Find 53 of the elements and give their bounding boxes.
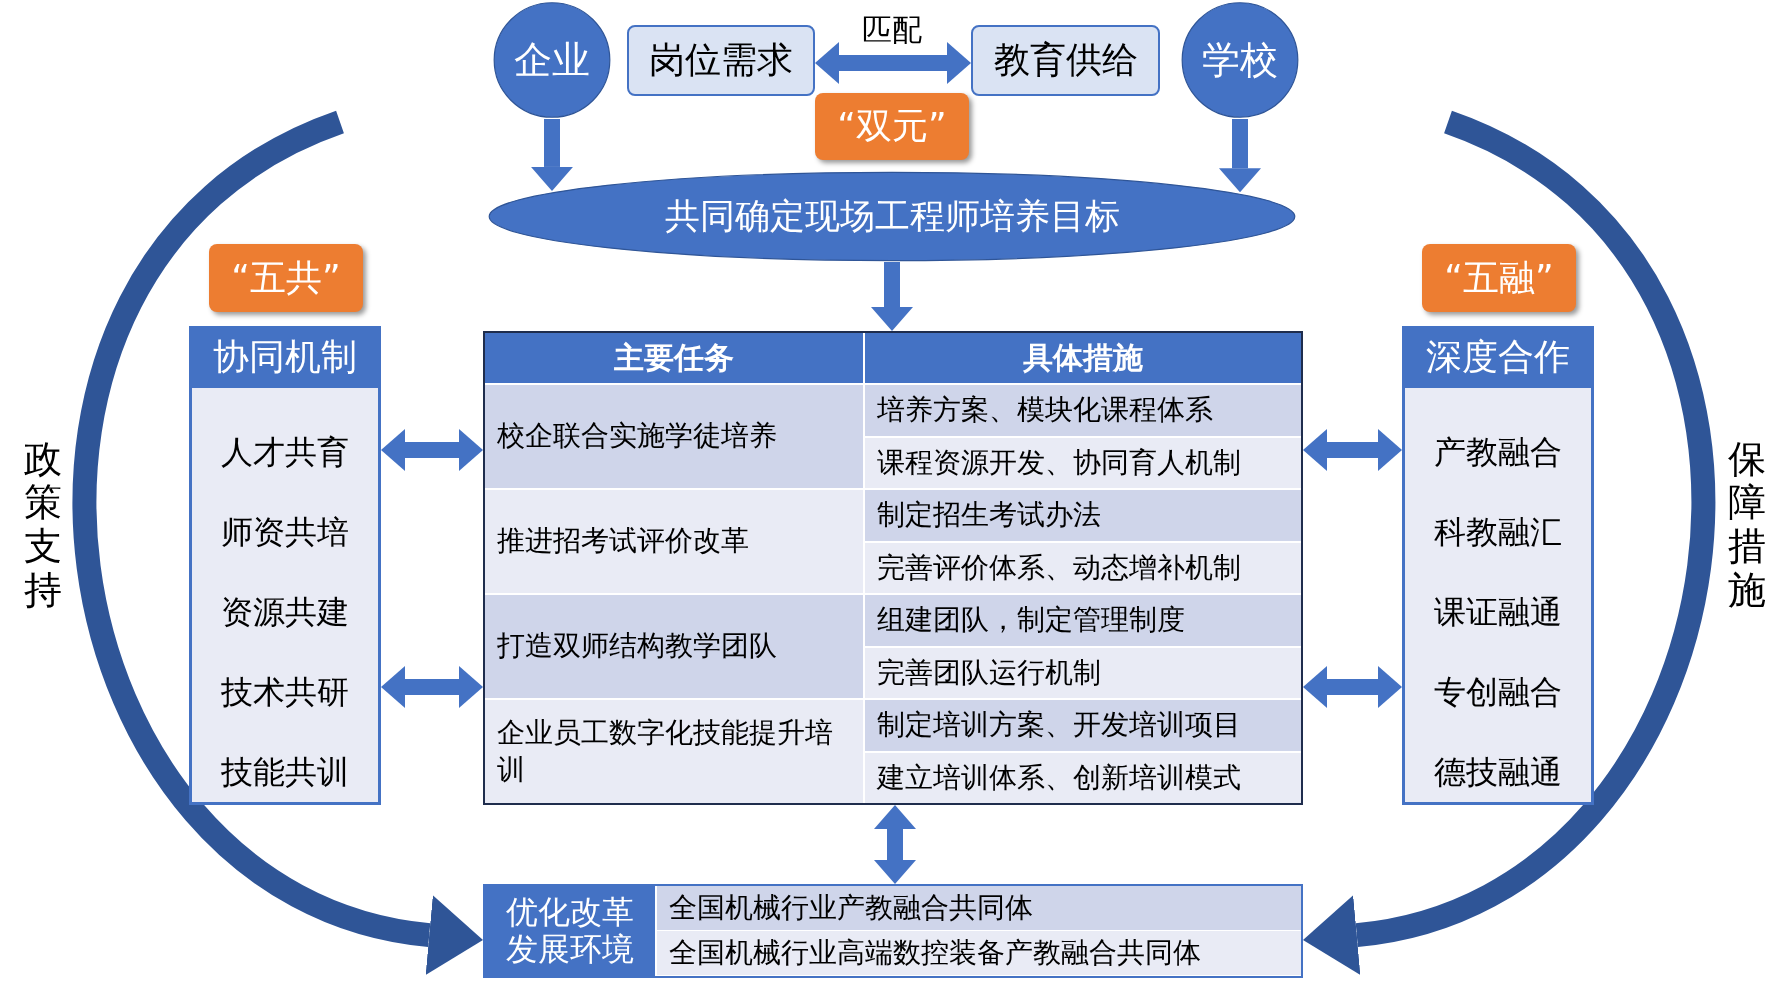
mechanism-panel bbox=[189, 326, 381, 805]
panel-item: 德技融通 bbox=[1433, 752, 1563, 793]
process-box: 岗位需求 bbox=[627, 25, 815, 96]
curved-arrow bbox=[73, 111, 482, 975]
side-label: 政策支持 bbox=[23, 435, 63, 614]
double-arrow bbox=[874, 805, 916, 884]
panel-header: 协同机制 bbox=[189, 326, 381, 388]
task-table bbox=[483, 331, 1303, 805]
table-cell: 推进招考试评价改革 bbox=[485, 490, 863, 593]
arrow bbox=[531, 119, 573, 191]
panel-item: 技术共研 bbox=[220, 672, 350, 713]
panel-item: 师资共培 bbox=[220, 512, 350, 553]
double-arrow bbox=[1303, 429, 1402, 471]
column-header: 具体措施 bbox=[865, 333, 1301, 383]
table-cell: 全国机械行业高端数控装备产教融合共同体 bbox=[657, 931, 1301, 975]
panel-header: 深度合作 bbox=[1402, 326, 1594, 388]
row-header: 优化改革发展环境 bbox=[485, 886, 655, 976]
double-arrow bbox=[381, 666, 483, 708]
environment-box bbox=[483, 884, 1303, 978]
table-cell: 制定培训方案、开发培训项目 bbox=[865, 700, 1301, 751]
table-cell: 完善评价体系、动态增补机制 bbox=[865, 542, 1301, 593]
double-arrow bbox=[381, 429, 483, 471]
table-cell: 全国机械行业产教融合共同体 bbox=[657, 886, 1301, 930]
double-arrow bbox=[1303, 666, 1402, 708]
circle-node: 企业 bbox=[493, 1, 611, 119]
table-cell: 打造双师结构教学团队 bbox=[485, 595, 863, 698]
table-cell: 校企联合实施学徒培养 bbox=[485, 385, 863, 488]
arrow bbox=[871, 262, 913, 331]
process-box: 教育供给 bbox=[971, 25, 1160, 96]
table-cell: 制定招生考试办法 bbox=[865, 490, 1301, 541]
table-cell: 课程资源开发、协同育人机制 bbox=[865, 437, 1301, 488]
panel-item: 人才共育 bbox=[220, 432, 350, 473]
highlight-tag: “五共” bbox=[209, 244, 363, 312]
table-cell: 建立培训体系、创新培训模式 bbox=[865, 752, 1301, 803]
curved-arrow bbox=[1304, 111, 1715, 975]
panel-item: 产教融合 bbox=[1433, 432, 1563, 473]
panel-item: 资源共建 bbox=[220, 592, 350, 633]
highlight-tag: “五融” bbox=[1422, 244, 1576, 312]
side-label: 保障措施 bbox=[1727, 435, 1767, 614]
circle-node: 学校 bbox=[1181, 1, 1299, 119]
column-header: 主要任务 bbox=[485, 333, 863, 383]
table-cell: 组建团队，制定管理制度 bbox=[865, 595, 1301, 646]
panel-item: 专创融合 bbox=[1433, 672, 1563, 713]
table-cell: 完善团队运行机制 bbox=[865, 647, 1301, 698]
arrow bbox=[1219, 119, 1261, 193]
panel-item: 技能共训 bbox=[220, 752, 350, 793]
panel-item: 课证融通 bbox=[1433, 592, 1563, 633]
table-cell: 企业员工数字化技能提升培训 bbox=[485, 700, 863, 803]
panel-item: 科教融汇 bbox=[1433, 512, 1563, 553]
table-cell: 培养方案、模块化课程体系 bbox=[865, 385, 1301, 436]
double-arrow bbox=[815, 42, 971, 84]
highlight-tag: “双元” bbox=[815, 93, 969, 160]
mechanism-panel bbox=[1402, 326, 1594, 805]
